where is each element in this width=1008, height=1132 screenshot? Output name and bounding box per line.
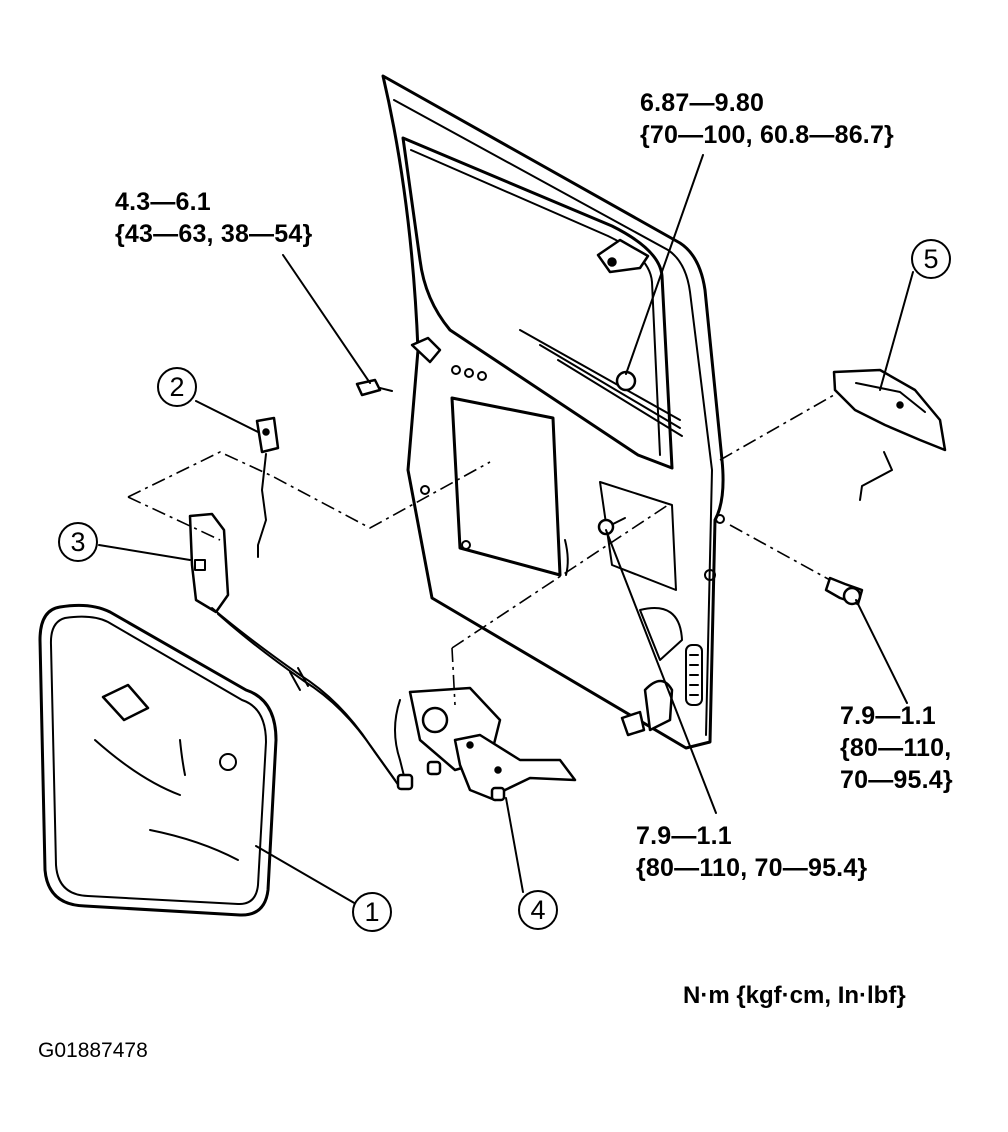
- torque-spec-top-right: 6.87—9.80 {70—100, 60.8—86.7}: [640, 87, 894, 151]
- torque-spec-line: {70—100, 60.8—86.7}: [640, 121, 894, 149]
- part-4-latch-assembly: [394, 686, 577, 802]
- part-1-sealing-screen: [38, 603, 278, 917]
- alignment-lines: [127, 394, 835, 706]
- part-2-clip: [255, 416, 280, 558]
- torque-spec-line: {80—110, 70—95.4}: [636, 854, 868, 882]
- bolt-striker: [597, 517, 626, 536]
- torque-spec-line: {43—63, 38—54}: [115, 220, 313, 248]
- torque-spec-top-left: 4.3—6.1 {43—63, 38—54}: [115, 186, 312, 250]
- door-panel: [381, 74, 725, 750]
- torque-spec-line: 7.9—1.1: [840, 702, 936, 730]
- torque-spec-line: 7.9—1.1: [636, 822, 732, 850]
- torque-spec-right: 7.9—1.1 {80—110, 70—95.4}: [840, 700, 953, 796]
- callout-3: 3: [58, 522, 98, 562]
- figure-code: G01887478: [38, 1039, 148, 1062]
- callout-5: 5: [911, 239, 951, 279]
- torque-spec-line: {80—110,: [840, 734, 952, 762]
- part-3-bracket: [188, 512, 400, 787]
- callout-1: 1: [352, 892, 392, 932]
- torque-spec-bottom: 7.9—1.1 {80—110, 70—95.4}: [636, 820, 867, 884]
- torque-spec-line: 70—95.4}: [840, 766, 953, 794]
- callout-4: 4: [518, 890, 558, 930]
- part-5-outer-handle: [832, 368, 947, 501]
- bolt-upper-left: [355, 378, 393, 397]
- torque-units-label: N·m {kgf·cm, In·lbf}: [683, 982, 906, 1009]
- torque-spec-line: 6.87—9.80: [640, 89, 765, 117]
- callout-2: 2: [157, 367, 197, 407]
- torque-spec-line: 4.3—6.1: [115, 188, 211, 216]
- leader-lines: [98, 154, 914, 905]
